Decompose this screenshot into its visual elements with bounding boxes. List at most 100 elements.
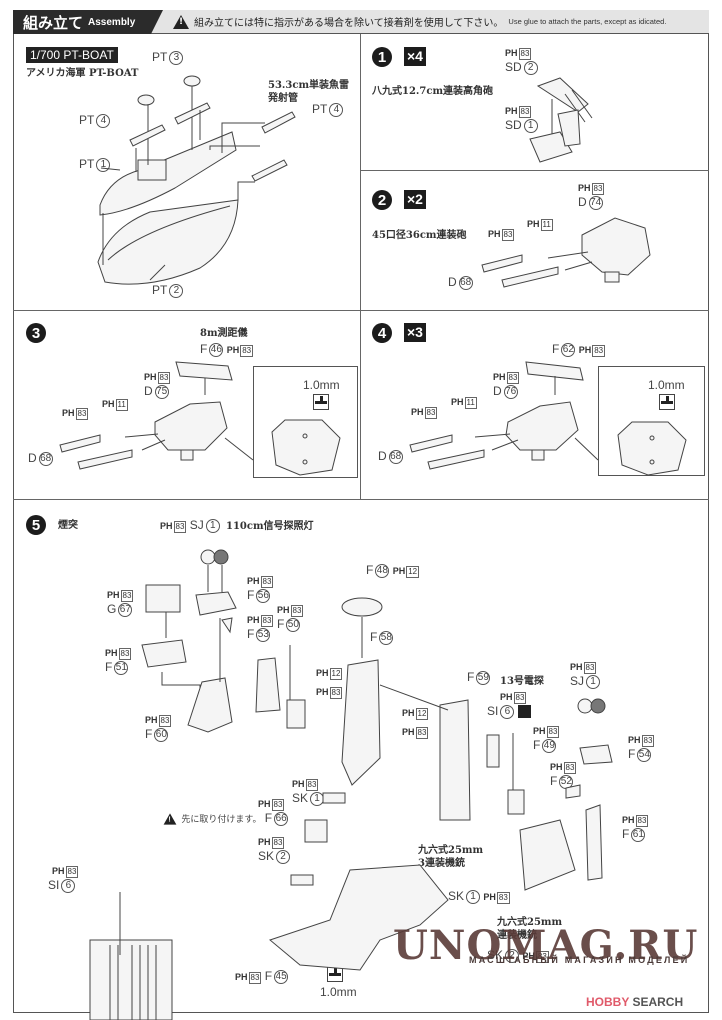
step-4-detail-inset xyxy=(598,366,705,476)
sd2-part xyxy=(536,77,589,113)
pt3-part xyxy=(183,75,201,87)
pt4-part xyxy=(129,124,166,147)
step-2-diagram xyxy=(481,217,651,288)
pt4-part xyxy=(251,159,288,182)
f61-support xyxy=(585,804,603,881)
sj1-searchlight xyxy=(200,549,216,565)
f59-funnel xyxy=(439,699,471,821)
f58-funnel xyxy=(341,659,381,786)
si6-radar xyxy=(486,734,500,768)
step-1-badge: 1 xyxy=(372,47,392,67)
assembly-title: 組み立て Assembly xyxy=(13,10,163,34)
drill-size-label: 1.0mm xyxy=(320,985,357,999)
assembly-header: 組み立て Assembly 組み立てには特に指示がある場合を除いて接着剤を使用し… xyxy=(13,10,709,34)
drill-size-label: 1.0mm xyxy=(648,378,685,392)
f46-rangefinder xyxy=(175,361,233,381)
pt4-part xyxy=(174,102,211,125)
step-5-label: 煙突 xyxy=(58,520,78,531)
f54-platform xyxy=(579,744,613,765)
drill-hole-icon xyxy=(659,394,675,410)
searchlight-label: 110cm信号探照灯 xyxy=(226,521,314,532)
f48-cap xyxy=(341,597,383,617)
sk1-gun xyxy=(322,792,346,804)
step-4-badge: 4 xyxy=(372,323,392,343)
watermark-logo: UNOMAG.RU xyxy=(393,922,699,969)
f51-platform xyxy=(141,639,187,668)
sk2-gun xyxy=(290,874,314,886)
f62-rangefinder xyxy=(525,361,584,381)
torpedo-label: 53.3cm単装魚雷 発射管 xyxy=(268,80,350,104)
d75-turret xyxy=(154,401,228,451)
part-label-f66: 先に取り付けます。 F66 xyxy=(162,811,289,826)
drill-hole-icon xyxy=(313,394,329,410)
warning-en: Use glue to attach the parts, except as … xyxy=(508,17,667,26)
f45-deck xyxy=(268,864,449,971)
step-3-label: 8m測距儀 xyxy=(200,328,248,339)
title-en: Assembly xyxy=(88,16,136,28)
divider xyxy=(360,170,709,171)
funnel-detail-view xyxy=(89,939,173,1020)
divider xyxy=(360,34,361,499)
f56-platform xyxy=(195,591,237,616)
step-2-label: 45口径36cm連装砲 xyxy=(372,230,467,241)
step-2-multiplier: ×2 xyxy=(404,190,426,209)
step-3-diagram xyxy=(59,361,341,476)
d76-turret xyxy=(505,401,579,451)
pt-boat-subtitle: アメリカ海軍 PT-BOAT xyxy=(26,68,139,79)
d68-barrel xyxy=(501,266,559,288)
title-jp: 組み立て xyxy=(23,13,84,32)
step-3-badge: 3 xyxy=(26,323,46,343)
step-1-multiplier: ×4 xyxy=(404,47,426,66)
g67-block xyxy=(145,584,181,613)
warning-icon xyxy=(173,14,189,29)
step-5-badge: 5 xyxy=(26,515,46,535)
f52-part xyxy=(565,784,581,799)
drill-size-label: 1.0mm xyxy=(303,378,340,392)
d68-barrel xyxy=(481,254,523,273)
step-1-label: 八九式12.7cm連装高角砲 xyxy=(372,86,494,97)
